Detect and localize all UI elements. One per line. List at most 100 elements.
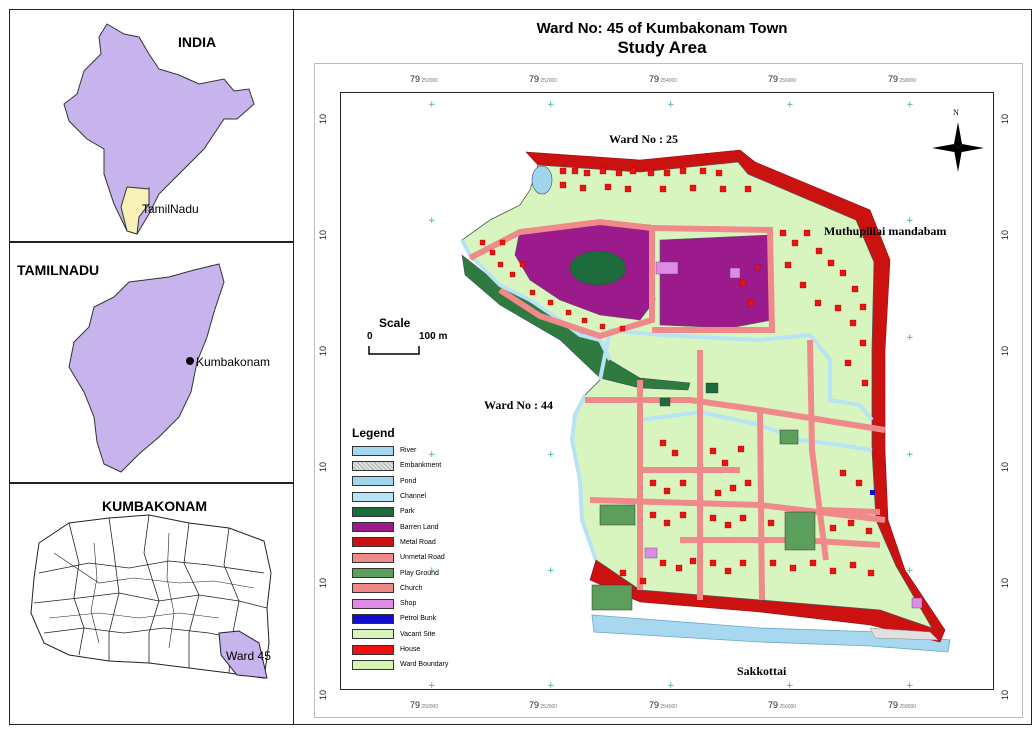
legend-label: Ward Boundary [400,661,449,669]
scale-bar: Scale 0 100 m [367,316,457,355]
svg-text:+: + [428,333,436,343]
legend-label: Play Ground [400,569,439,577]
legend-item: Petrol Bunk [352,611,472,626]
svg-text:+: + [906,216,914,226]
legend-swatch [352,537,394,548]
legend-item: Embankment [352,458,472,473]
svg-text:+: + [428,450,436,460]
legend-swatch [352,613,394,624]
legend-swatch [352,598,394,609]
svg-text:+: + [667,100,675,110]
legend-label: Barren Land [400,523,439,531]
kumbakonam-ward-map [30,514,272,679]
north-arrow-label: N [953,108,959,117]
svg-text:+: + [667,681,675,691]
label-sakkottai: Sakkottai [737,664,787,678]
legend-swatch [352,445,394,456]
svg-text:+: + [906,100,914,110]
tamilnadu-kumbakonam-label: Kumbakonam [196,355,271,369]
legend-item: Ward Boundary [352,657,472,672]
scale-title: Scale [379,316,411,330]
india-tamilnadu-label: TamilNadu [142,202,199,216]
svg-text:+: + [906,566,914,576]
legend-swatch [352,552,394,563]
svg-text:+: + [428,216,436,226]
tamilnadu-map [68,263,225,473]
legend-item: River [352,443,472,458]
north-arrow-icon [932,122,984,172]
x-tick-top-5: 79 258000 [888,74,917,84]
svg-text:+: + [547,681,555,691]
legend-item: Play Ground [352,565,472,580]
svg-text:+: + [547,100,555,110]
legend-item: Unmetal Road [352,550,472,565]
legend-swatch [352,629,394,640]
india-map [63,23,255,235]
x-tick-top-1: 79 250000 [410,74,439,84]
india-title: INDIA [178,34,217,50]
label-ward-44: Ward No : 44 [484,398,553,412]
legend-label: Church [400,584,423,592]
legend-swatch [352,568,394,579]
scale-end: 100 m [419,331,448,342]
legend-item: House [352,642,472,657]
legend-label: Metal Road [400,538,436,546]
x-tick-bottom-3: 79 254000 [649,700,678,710]
x-tick-top-3: 79 254000 [649,74,678,84]
legend-label: Petrol Bunk [400,615,437,623]
legend-swatch [352,476,394,487]
kumbakonam-dot [186,357,194,365]
legend-swatch [352,522,394,533]
map-title: Ward No: 45 of Kumbakonam Town [536,20,788,37]
kumbakonam-ward45-label: Ward 45 [226,649,271,663]
scale-start: 0 [367,331,373,342]
x-tick-bottom-4: 79 256000 [768,700,797,710]
svg-text:+: + [906,333,914,343]
legend-swatch [352,460,394,471]
tamilnadu-title: TAMILNADU [17,262,100,278]
svg-text:+: + [428,566,436,576]
legend-item: Barren Land [352,519,472,534]
legend-item: Pond [352,474,472,489]
svg-text:+: + [906,681,914,691]
legend-swatch [352,659,394,670]
legend-label: Pond [400,477,417,485]
legend-swatch [352,583,394,594]
scale-line [368,346,420,355]
legend-swatch [352,506,394,517]
legend-swatch [352,491,394,502]
legend-title: Legend [352,426,395,440]
legend-item: Park [352,504,472,519]
legend-label: Vacant Site [400,630,436,638]
legend-item: Shop [352,596,472,611]
svg-text:+: + [906,450,914,460]
legend-item: Metal Road [352,535,472,550]
legend-item: Vacant Site [352,627,472,642]
svg-text:+: + [547,566,555,576]
legend-label: Unmetal Road [400,554,445,562]
legend-label: House [400,646,421,653]
svg-text:+: + [786,681,794,691]
x-tick-bottom-1: 79 250000 [410,700,439,710]
svg-text:+: + [428,681,436,691]
legend-label: Channel [400,493,427,501]
legend-label: River [400,447,417,455]
map-subtitle: Study Area [617,38,707,57]
label-muthupillai-mandabam: Muthupillai mandabam [824,224,947,238]
legend-label: Embankment [400,462,442,470]
svg-text:+: + [428,100,436,110]
x-tick-bottom-5: 79 258000 [888,700,917,710]
x-tick-top-4: 79 256000 [768,74,797,84]
legend-swatch [352,644,394,655]
legend-label: Park [400,508,415,516]
legend-label: Shop [400,600,417,608]
legend-item: Channel [352,489,472,504]
legend-item: Church [352,581,472,596]
kumbakonam-title: KUMBAKONAM [102,498,207,514]
x-tick-bottom-2: 79 252000 [529,700,558,710]
svg-text:+: + [547,450,555,460]
label-ward-25: Ward No : 25 [609,132,678,146]
